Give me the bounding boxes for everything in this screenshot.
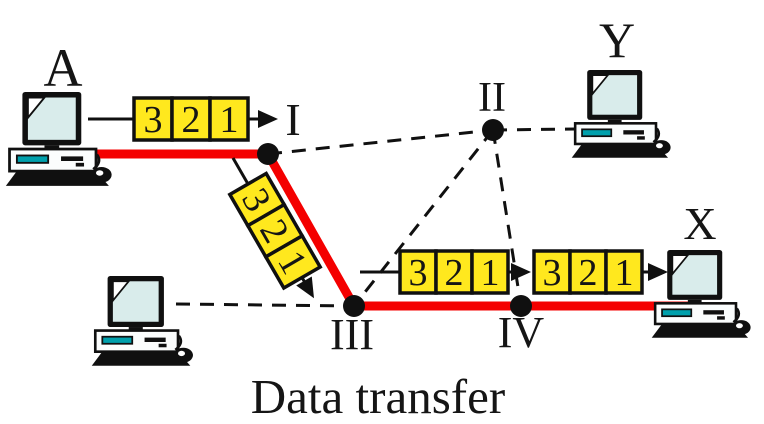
node-dot-i [257, 143, 279, 165]
packet-digit: 2 [445, 252, 464, 294]
host-label-y: Y [599, 12, 635, 68]
link-i-ii [267, 128, 494, 156]
arrow-icon [648, 263, 668, 281]
packet-digit: 3 [144, 99, 163, 141]
computer-icon-host-y [570, 68, 672, 160]
host-label-a: A [44, 38, 83, 98]
node-label-iii: III [330, 310, 374, 359]
packet-digit: 1 [615, 252, 634, 294]
packet-iv-to-x: 3 2 1 [532, 249, 668, 295]
packet-digit: 1 [220, 99, 239, 141]
packet-cell [604, 249, 644, 295]
diagram-title: Data transfer [251, 369, 505, 424]
node-label-ii: II [478, 75, 506, 121]
packet-cell [568, 249, 608, 295]
arrow-icon [511, 263, 531, 281]
packet-cell [170, 96, 212, 142]
computer-icon-host-x [650, 248, 752, 340]
link-b-iii [175, 302, 355, 308]
packet-digit: 3 [543, 252, 562, 294]
packet-leader-line [231, 157, 250, 185]
packet-digit: 3 [409, 252, 428, 294]
packet-cell [470, 249, 510, 295]
node-dot-ii [482, 119, 504, 141]
link-ii-y [492, 127, 577, 132]
computer-icon-host-b [90, 274, 195, 368]
arrow-icon [258, 110, 278, 128]
node-label-iv: IV [498, 308, 545, 357]
packet-digit: 1 [481, 252, 500, 294]
node-dot-iv [510, 295, 532, 317]
node-label-i: I [285, 94, 300, 145]
computer-icon-host-a [4, 90, 114, 188]
packet-digit: 2 [579, 252, 598, 294]
node-dot-iii [343, 295, 365, 317]
packet-i-to-iii: 3 2 1 [227, 157, 323, 303]
packet-cell [208, 96, 250, 142]
packet-cell [132, 96, 174, 142]
packet-iii-to-iv: 3 2 1 [360, 249, 531, 295]
packet-digit: 2 [182, 99, 201, 141]
link-ii-iii [352, 129, 495, 307]
packet-a-to-i: 3 2 1 [88, 96, 278, 142]
host-label-x: X [683, 198, 716, 249]
